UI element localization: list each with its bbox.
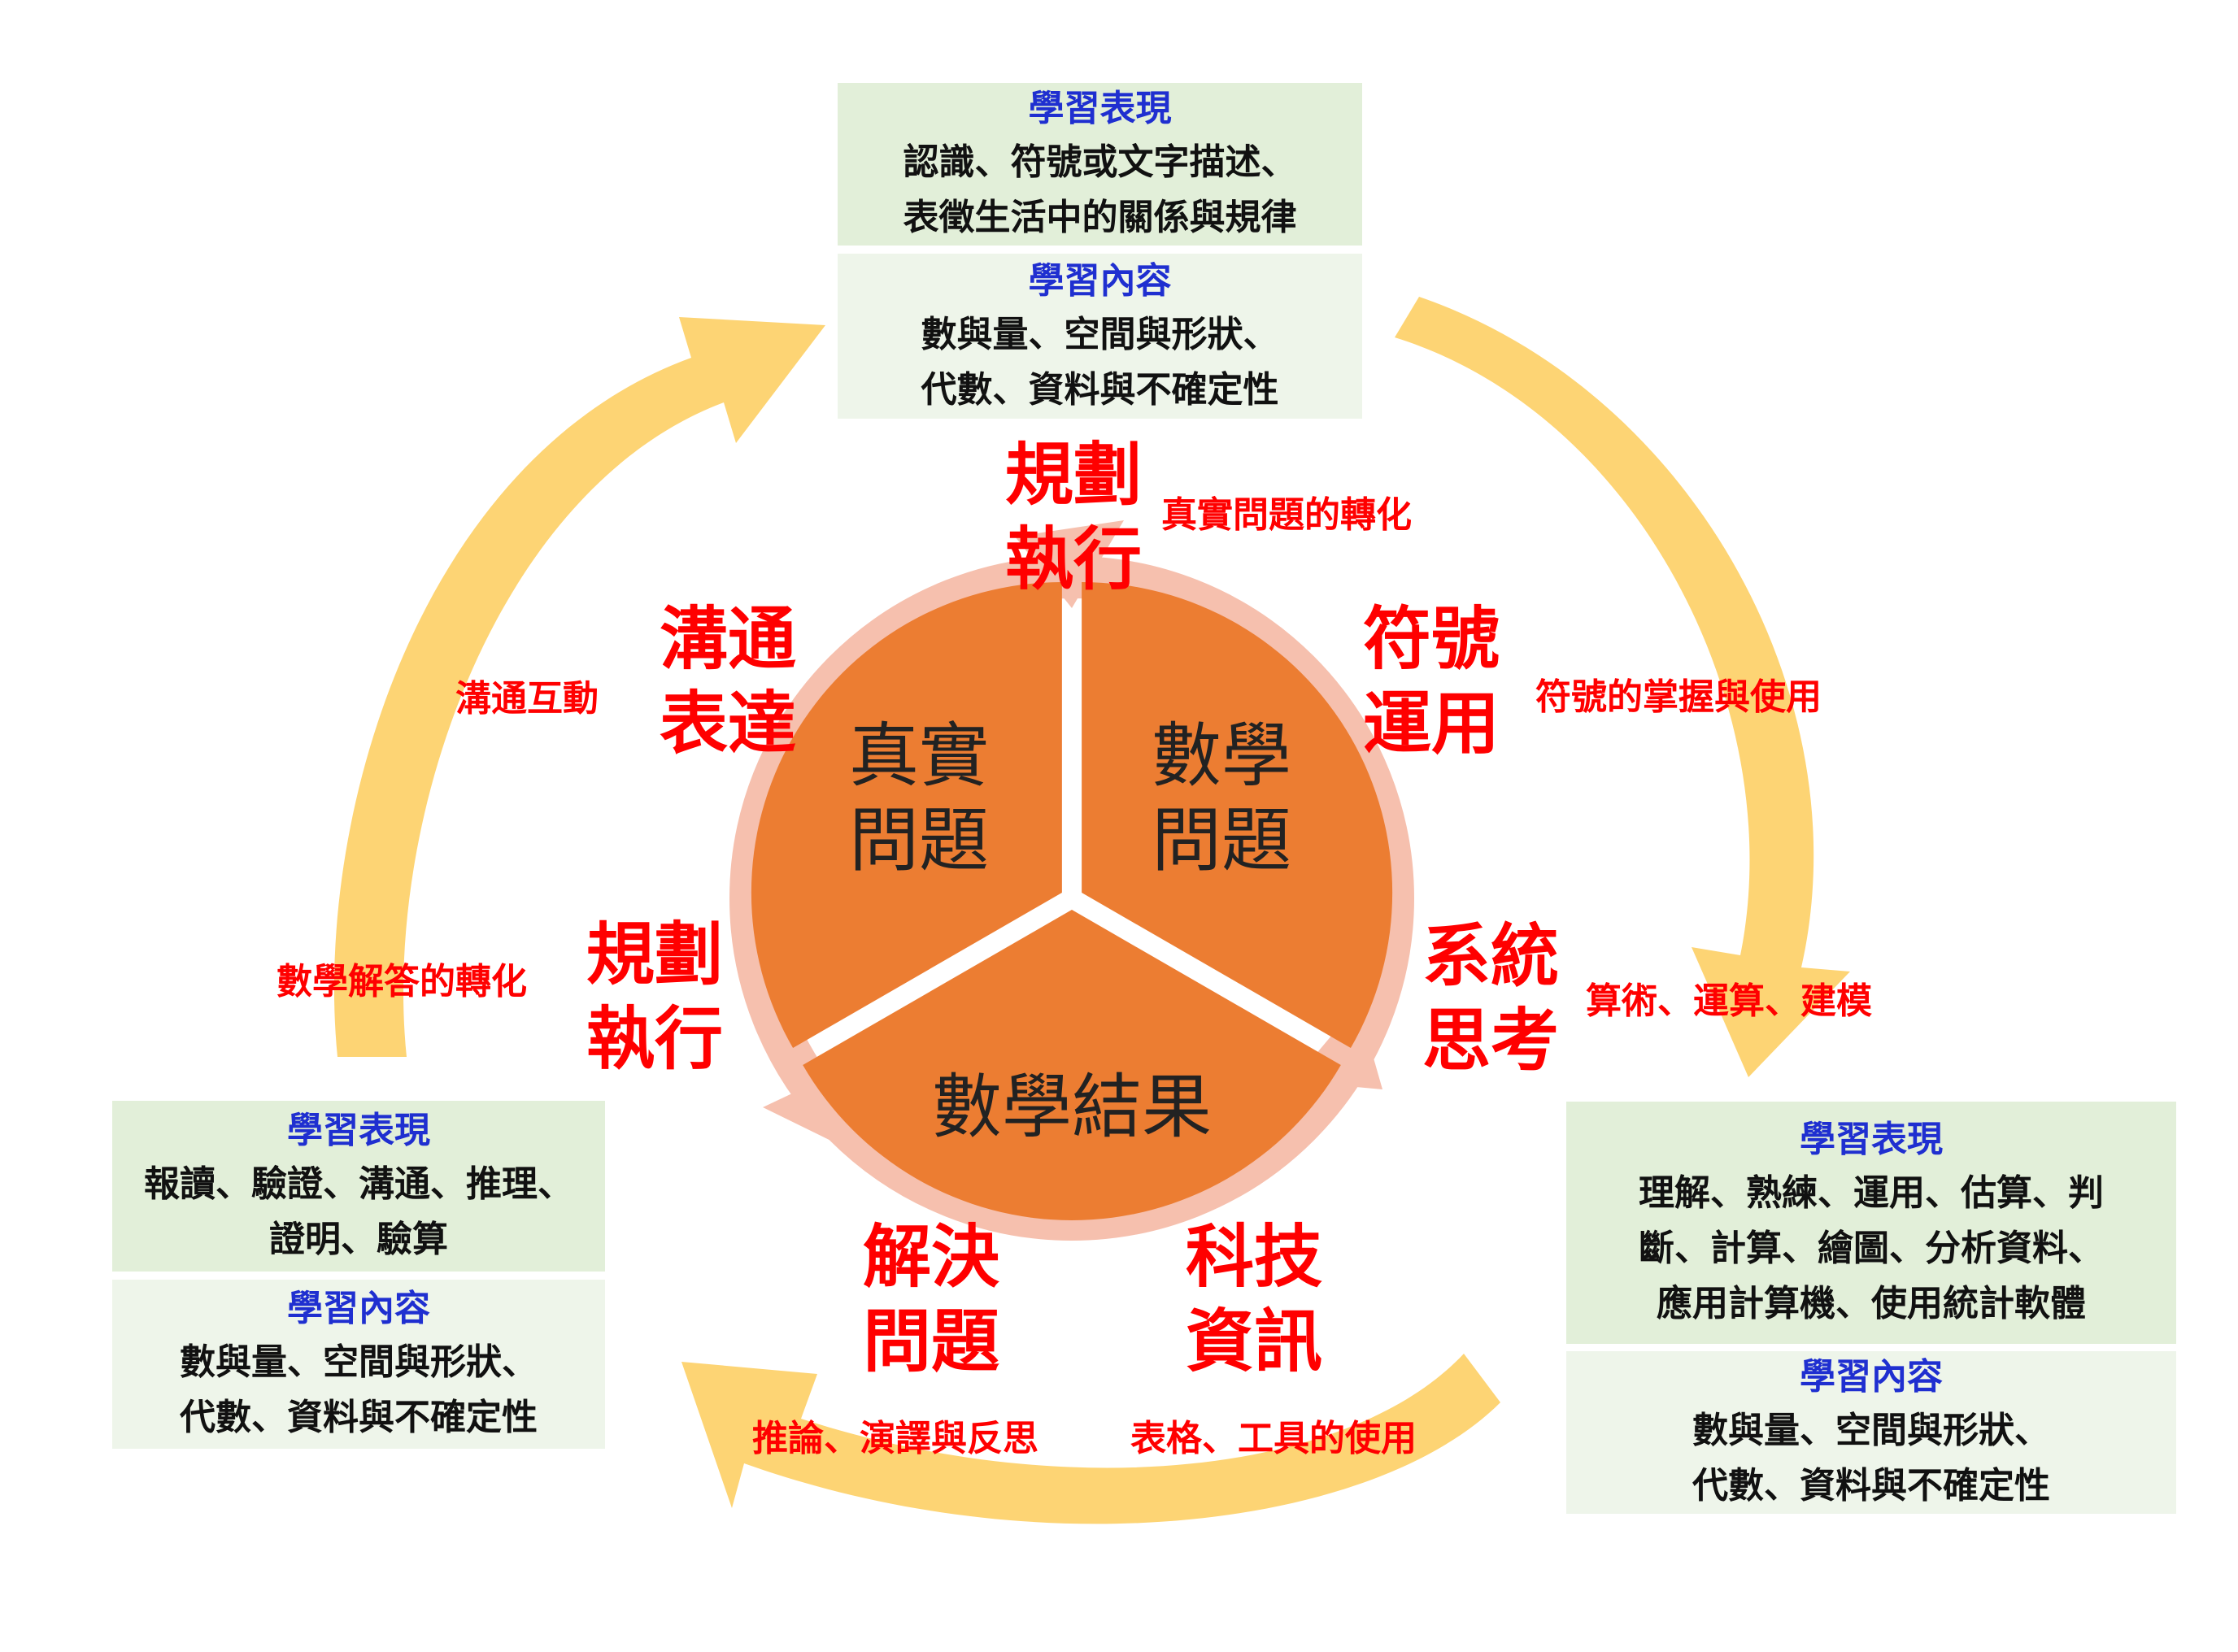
math-problem-line: 問題 (1152, 800, 1291, 881)
symbol-note: 符號的掌握與使用 (1535, 676, 1822, 718)
arrow-bottom (681, 1354, 1500, 1524)
system-thinking-line: 思考 (1422, 1001, 1559, 1080)
top-performance-box: 學習表現 認識、符號或文字描述、 表徵生活中的關係與規律 (838, 83, 1362, 246)
orange-sectors (751, 582, 1393, 1220)
plan-execute-left-note: 數學解答的轉化 (276, 961, 527, 1002)
plan-execute-top-line: 執行 (1004, 520, 1142, 599)
top-content-line: 代數、資料與不確定性 (921, 368, 1279, 411)
right-content-box: 學習內容 數與量、空間與形狀、 代數、資料與不確定性 (1566, 1351, 2176, 1514)
communicate-line: 表達 (659, 684, 796, 763)
right-content-line: 代數、資料與不確定性 (1692, 1465, 2050, 1506)
math-result-label: 數學結果 (932, 1067, 1212, 1148)
top-performance-title: 學習表現 (1028, 88, 1172, 129)
left-content-line: 數與量、空間與形狀、 (180, 1341, 538, 1383)
arrow-left-up (333, 317, 825, 1057)
plan-execute-top-line: 規劃 (1004, 435, 1142, 515)
plan-execute-left-label: 規劃 執行 (573, 912, 736, 1081)
right-content-line: 數與量、空間與形狀、 (1692, 1410, 2050, 1451)
right-performance-line: 斷、計算、繪圖、分析資料、 (1639, 1228, 2104, 1269)
plan-execute-top-label: 規劃 執行 (992, 433, 1155, 602)
ring-arrowhead-top (1015, 520, 1124, 608)
left-content-line: 代數、資料與不確定性 (180, 1397, 538, 1438)
top-content-title: 學習內容 (1028, 259, 1172, 302)
right-performance-box: 學習表現 理解、熟練、運用、估算、判 斷、計算、繪圖、分析資料、 應用計算機、使… (1566, 1102, 2176, 1344)
math-problem-label: 數學 問題 (1140, 714, 1303, 883)
system-thinking-line: 系統 (1422, 916, 1559, 996)
left-performance-line: 報讀、驗證、溝通、推理、 (144, 1163, 573, 1205)
sector-math-problem (1082, 582, 1393, 1048)
right-performance-line: 理解、熟練、運用、估算、判 (1639, 1172, 2104, 1214)
symbol-label: 符號 運用 (1350, 597, 1513, 766)
left-performance-box: 學習表現 報讀、驗證、溝通、推理、 證明、驗算 (112, 1101, 605, 1272)
real-problem-label: 真實 問題 (838, 714, 1000, 883)
cycle-arrows (333, 297, 1850, 1524)
right-content-title: 學習內容 (1800, 1356, 1943, 1398)
top-content-box: 學習內容 數與量、空間與形狀、 代數、資料與不確定性 (838, 254, 1362, 419)
technology-note: 表格、工具的使用 (1130, 1418, 1417, 1459)
real-problem-line: 問題 (849, 800, 989, 881)
communicate-label: 溝通 表達 (647, 597, 809, 766)
solve-problem-line: 問題 (862, 1302, 999, 1381)
sector-real-problem (751, 582, 1062, 1048)
math-problem-line: 數學 (1152, 715, 1291, 797)
solve-problem-line: 解決 (862, 1217, 999, 1297)
right-performance-title: 學習表現 (1800, 1119, 1943, 1160)
system-thinking-label: 系統 思考 (1409, 914, 1572, 1083)
communicate-line: 溝通 (659, 599, 796, 679)
sector-math-result (803, 910, 1341, 1220)
symbol-line: 運用 (1362, 684, 1500, 763)
real-problem-line: 真實 (849, 715, 989, 797)
right-performance-line: 應用計算機、使用統計軟體 (1657, 1283, 2086, 1324)
solve-problem-label: 解決 問題 (850, 1215, 1012, 1384)
plan-execute-left-line: 執行 (586, 999, 723, 1079)
left-performance-line: 證明、驗算 (269, 1219, 448, 1260)
plan-execute-top-note: 真實問題的轉化 (1161, 494, 1412, 536)
arrow-top-right (1395, 297, 1850, 1077)
plan-execute-left-line: 規劃 (586, 915, 723, 994)
left-content-title: 學習內容 (287, 1288, 430, 1329)
symbol-line: 符號 (1362, 599, 1500, 679)
technology-label: 科技 資訊 (1173, 1215, 1335, 1384)
top-content-line: 數與量、空間與形狀、 (921, 313, 1279, 355)
top-performance-line: 表徵生活中的關係與規律 (903, 197, 1297, 238)
left-performance-title: 學習表現 (287, 1110, 430, 1151)
top-performance-line: 認識、符號或文字描述、 (903, 141, 1297, 183)
system-thinking-note: 算術、運算、建模 (1586, 980, 1872, 1022)
left-content-box: 學習內容 數與量、空間與形狀、 代數、資料與不確定性 (112, 1280, 605, 1449)
solve-problem-note: 推論、演譯與反思 (752, 1418, 1038, 1459)
technology-line: 科技 (1185, 1217, 1322, 1297)
technology-line: 資訊 (1185, 1302, 1322, 1381)
communicate-note: 溝通互動 (455, 678, 599, 719)
